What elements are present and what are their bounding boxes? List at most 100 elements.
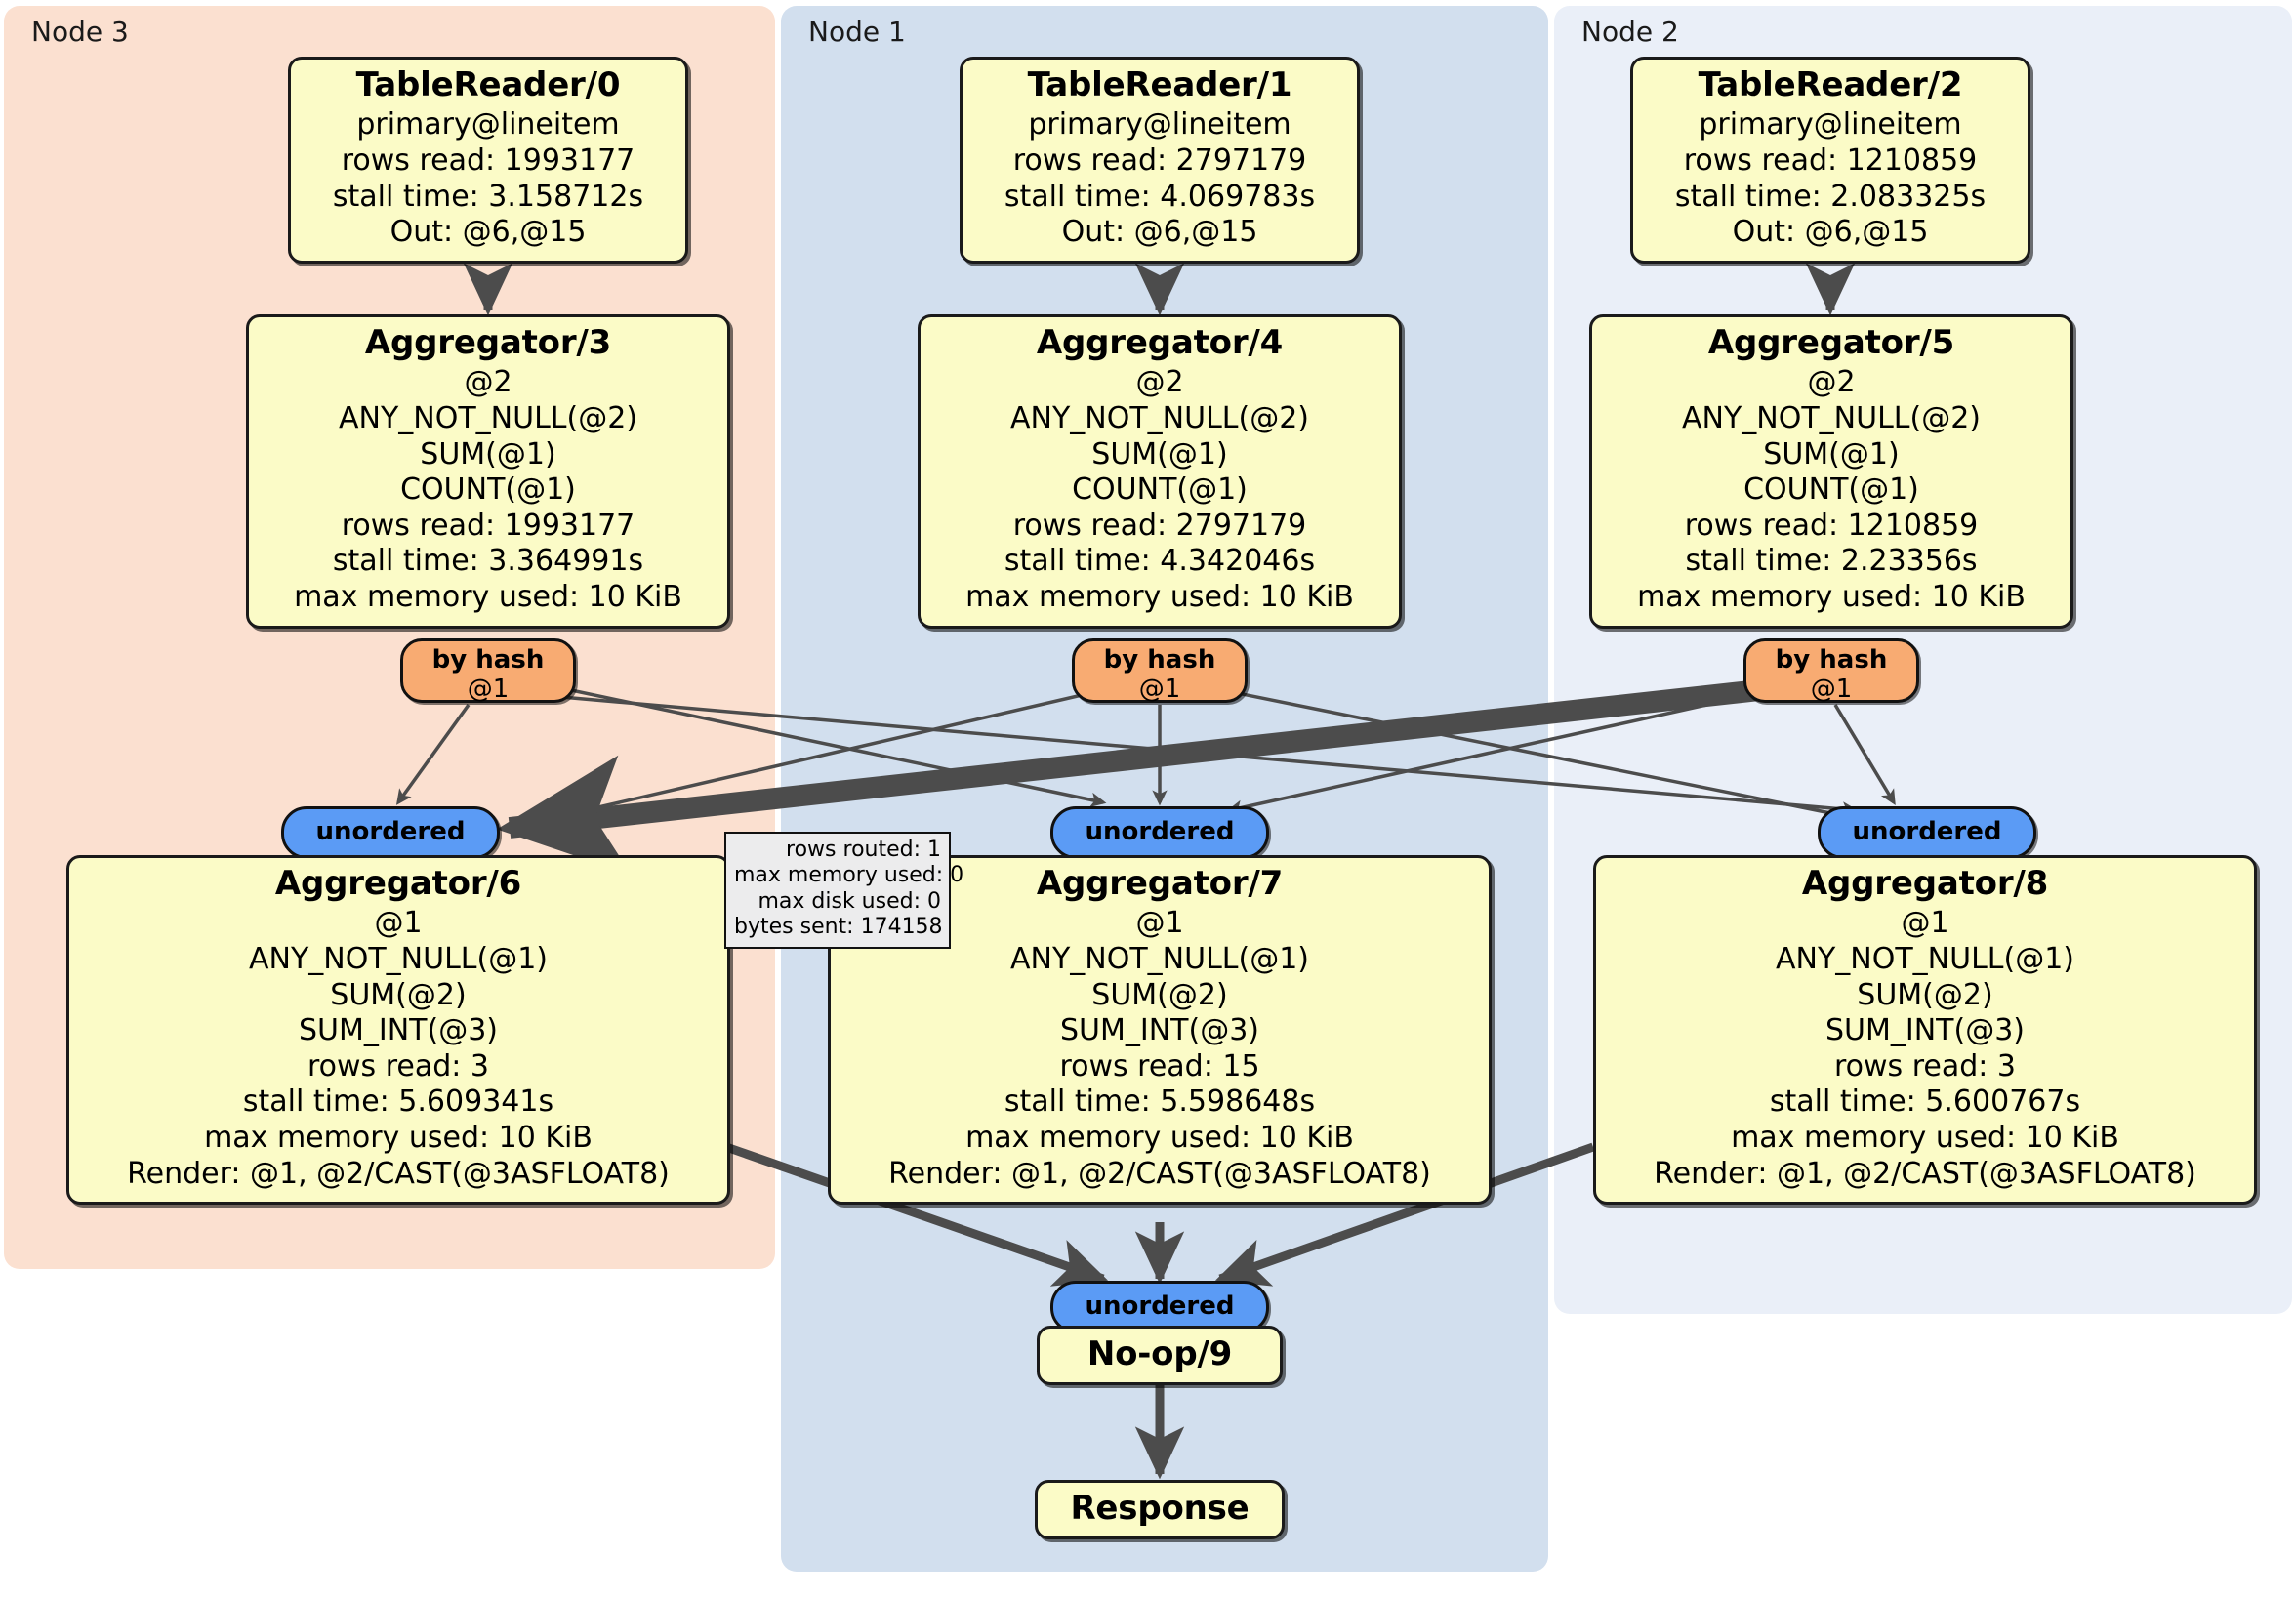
processor-line: Render: @1, @2/CAST(@3ASFLOAT8) [1654,1156,2196,1191]
processor-line: ANY_NOT_NULL(@2) [339,401,637,436]
processor-title: Aggregator/5 [1707,323,1955,362]
processor-line: max memory used: 10 KiB [1731,1121,2119,1156]
processor-aggregator-4[interactable]: Aggregator/4 @2 ANY_NOT_NULL(@2) SUM(@1)… [918,314,1402,629]
processor-line: stall time: 3.364991s [332,544,644,579]
processor-line: stall time: 4.069783s [1004,179,1316,214]
processor-tablereader-0[interactable]: TableReader/0 primary@lineitem rows read… [288,57,688,264]
stats-line: bytes sent: 174158 [734,915,943,940]
router-subtitle: @1 [1138,674,1181,704]
processor-line: rows read: 2797179 [1012,508,1307,543]
processor-line: rows read: 3 [307,1048,490,1084]
processor-line: SUM(@2) [1857,977,1993,1012]
processor-title: TableReader/1 [1027,65,1292,104]
stream-label: unordered [315,817,466,847]
processor-line: SUM_INT(@3) [299,1013,498,1048]
processor-line: rows read: 1993177 [341,508,636,543]
stream-unordered-8[interactable]: unordered [1818,806,2036,859]
processor-line: COUNT(@1) [1072,472,1248,508]
processor-tablereader-1[interactable]: TableReader/1 primary@lineitem rows read… [960,57,1360,264]
processor-line: ANY_NOT_NULL(@2) [1010,401,1309,436]
processor-title: TableReader/0 [355,65,621,104]
stream-stats-tooltip: rows routed: 1 max memory used: 0 max di… [724,832,964,949]
router-title: by hash [431,645,545,675]
processor-title: Aggregator/3 [364,323,612,362]
processor-line: stall time: 5.609341s [242,1085,554,1120]
processor-line: stall time: 2.083325s [1674,179,1987,214]
stream-unordered-7[interactable]: unordered [1050,806,1269,859]
processor-line: stall time: 5.598648s [1004,1085,1316,1120]
cluster-label-node-2: Node 2 [1581,16,1679,48]
processor-title: No-op/9 [1086,1334,1233,1373]
router-by-hash-4[interactable]: by hash @1 [1072,638,1248,704]
cluster-label-node-1: Node 1 [808,16,906,48]
processor-aggregator-8[interactable]: Aggregator/8 @1 ANY_NOT_NULL(@1) SUM(@2)… [1593,855,2257,1206]
processor-line: Render: @1, @2/CAST(@3ASFLOAT8) [127,1156,670,1191]
processor-response[interactable]: Response [1035,1480,1285,1540]
processor-line: Out: @6,@15 [1732,215,1929,250]
processor-line: max memory used: 10 KiB [965,580,1354,615]
processor-line: rows read: 1210859 [1683,143,1978,179]
processor-line: SUM(@1) [420,436,556,471]
processor-line: @1 [1901,906,1949,941]
processor-line: max memory used: 10 KiB [204,1121,593,1156]
processor-line: SUM_INT(@3) [1825,1013,2025,1048]
processor-line: SUM(@1) [1091,436,1228,471]
processor-line: Render: @1, @2/CAST(@3ASFLOAT8) [888,1156,1431,1191]
router-by-hash-3[interactable]: by hash @1 [400,638,576,704]
router-subtitle: @1 [467,674,510,704]
processor-title: TableReader/2 [1698,65,1963,104]
processor-line: ANY_NOT_NULL(@1) [1776,942,2074,977]
processor-line: @1 [1135,906,1184,941]
processor-line: max memory used: 10 KiB [965,1121,1354,1156]
processor-title: Aggregator/8 [1801,864,2049,903]
stream-label: unordered [1852,817,2002,847]
processor-title: Aggregator/4 [1036,323,1284,362]
processor-line: primary@lineitem [356,107,620,143]
processor-no-op-9[interactable]: No-op/9 [1037,1326,1283,1386]
stats-line: max disk used: 0 [758,888,941,914]
processor-line: primary@lineitem [1699,107,1962,143]
processor-line: rows read: 1210859 [1684,508,1979,543]
processor-line: COUNT(@1) [400,472,576,508]
stats-line: max memory used: 0 [734,863,964,888]
stream-label: unordered [1085,817,1235,847]
processor-line: Out: @6,@15 [1061,215,1258,250]
processor-line: ANY_NOT_NULL(@2) [1682,401,1981,436]
router-title: by hash [1103,645,1216,675]
cluster-label-node-3: Node 3 [31,16,129,48]
processor-line: @2 [1807,365,1856,400]
processor-line: @2 [464,365,512,400]
processor-line: rows read: 3 [1833,1048,2017,1084]
processor-line: primary@lineitem [1028,107,1292,143]
processor-line: max memory used: 10 KiB [1637,580,2026,615]
processor-line: SUM(@2) [330,977,467,1012]
processor-tablereader-2[interactable]: TableReader/2 primary@lineitem rows read… [1630,57,2030,264]
processor-title: Aggregator/6 [274,864,522,903]
processor-line: rows read: 1993177 [341,143,636,179]
processor-line: stall time: 2.23356s [1685,544,1978,579]
processor-line: ANY_NOT_NULL(@1) [249,942,548,977]
processor-line: @2 [1135,365,1184,400]
stream-label: unordered [1085,1291,1235,1322]
processor-aggregator-6[interactable]: Aggregator/6 @1 ANY_NOT_NULL(@1) SUM(@2)… [66,855,730,1206]
processor-line: rows read: 15 [1059,1048,1260,1084]
processor-aggregator-3[interactable]: Aggregator/3 @2 ANY_NOT_NULL(@2) SUM(@1)… [246,314,730,629]
processor-line: ANY_NOT_NULL(@1) [1010,942,1309,977]
processor-line: rows read: 2797179 [1012,143,1307,179]
processor-line: max memory used: 10 KiB [294,580,682,615]
processor-line: stall time: 3.158712s [332,179,644,214]
router-by-hash-5[interactable]: by hash @1 [1743,638,1919,704]
processor-title: Response [1070,1489,1250,1528]
router-title: by hash [1775,645,1888,675]
processor-line: SUM(@2) [1091,977,1228,1012]
stats-line: rows routed: 1 [786,838,941,862]
processor-title: Aggregator/7 [1036,864,1284,903]
processor-aggregator-5[interactable]: Aggregator/5 @2 ANY_NOT_NULL(@2) SUM(@1)… [1589,314,2073,629]
router-subtitle: @1 [1810,674,1853,704]
stream-unordered-6[interactable]: unordered [281,806,500,859]
processor-line: COUNT(@1) [1743,472,1919,508]
processor-line: stall time: 4.342046s [1004,544,1316,579]
processor-line: Out: @6,@15 [390,215,587,250]
processor-line: @1 [374,906,423,941]
